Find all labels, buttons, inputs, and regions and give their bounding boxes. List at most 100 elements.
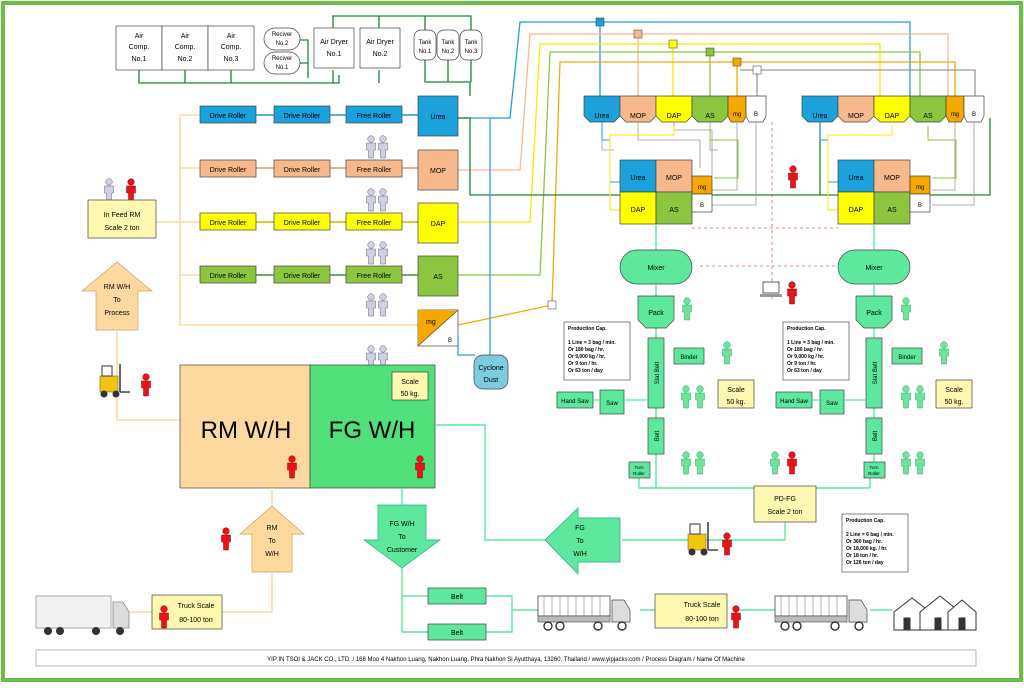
label: Or 9,000 kg / hr.: [787, 354, 825, 360]
label: Reciver: [272, 56, 292, 62]
label: FG: [575, 525, 585, 532]
label: B: [448, 338, 452, 344]
label: Customer: [387, 547, 418, 554]
label: Belt: [451, 594, 463, 601]
hopper-mg-b: mg B: [417, 309, 459, 347]
label: B: [754, 112, 758, 118]
label: Scale 2 ton: [767, 509, 802, 516]
label: FG W/H: [389, 521, 414, 528]
label: Or 180 bag / hr.: [568, 347, 605, 353]
production-cap-2: Production Cap. 1 Line = 3 bag / min. Or…: [782, 321, 850, 381]
label: Or 126 ton / day: [846, 560, 884, 566]
label: Belt: [655, 431, 661, 442]
label: To: [113, 297, 121, 304]
label: Urea: [430, 114, 445, 121]
air-tank-3: Tank No.3: [459, 29, 483, 61]
infeed-rm-scale: In Feed RM Scale 2 ton: [87, 199, 157, 239]
air-tank-1: Tank No.1: [413, 29, 437, 61]
label: No.1: [327, 51, 342, 58]
label: Urea: [594, 113, 609, 120]
rm-to-wh-arrow: RM To W/H: [239, 505, 305, 573]
label: Cyclone: [478, 365, 503, 372]
label: Urea: [848, 175, 863, 182]
air-receiver-2: Reciver No.2: [263, 27, 301, 51]
air-receiver-1: Reciver No.1: [263, 51, 301, 75]
label: DAP: [631, 207, 646, 214]
belt-lower: Belt: [427, 623, 487, 641]
label: Comp.: [221, 44, 242, 51]
label: AS: [705, 113, 715, 120]
label: mg: [951, 112, 959, 118]
label: No.1: [419, 49, 432, 55]
blend-line-2: Urea MOP DAP AS mg B Urea MOP DAP AS mg …: [801, 95, 985, 225]
customer-houses-icon: [893, 595, 977, 631]
label: MOP: [848, 113, 864, 120]
label: Urea: [630, 175, 645, 182]
label: 1 Line = 3 bag / min.: [568, 340, 616, 346]
label: Scale: [945, 387, 963, 394]
label: Slat Belt: [655, 362, 661, 385]
label: DAP: [849, 207, 864, 214]
rm-warehouse: RM W/H: [179, 364, 311, 489]
label: Binder: [680, 355, 697, 361]
label: No.3: [465, 49, 478, 55]
label: Or 180 bag / hr.: [787, 347, 824, 353]
label: 50 kg.: [944, 399, 963, 406]
packing-line-1: Mixer Pack Slat Belt Belt Turn Roller Bi…: [556, 224, 871, 489]
label: Pack: [866, 310, 882, 317]
label: Roller: [633, 471, 645, 476]
roller-row-urea: Drive Roller Drive Roller Free Roller Ur…: [199, 95, 459, 137]
roller-row-as: Drive Roller Drive Roller Free Roller AS: [199, 255, 459, 297]
label: Or 9 ton / hr.: [568, 361, 598, 367]
free-roller-label: Free Roller: [357, 273, 392, 280]
label: Belt: [873, 431, 879, 442]
label: MOP: [884, 175, 900, 182]
label: Production Cap.: [846, 518, 885, 524]
label: W/H: [265, 551, 279, 558]
label: AS: [923, 113, 933, 120]
air-compressor-1: Air Comp. No.1: [115, 25, 163, 71]
label: Or 9,000 kg / hr.: [568, 354, 606, 360]
label: RM W/H: [104, 284, 130, 291]
truck-scale-rm: Truck Scale 80-100 ton: [151, 594, 223, 630]
label: Air Dryer: [366, 39, 394, 46]
air-system: Air Comp. No.1 Air Comp. No.2 Air Comp. …: [115, 15, 483, 96]
label: Hand Saw: [561, 399, 589, 405]
footer: YIP IN TSOI & JACK CO., LTD. / 168 Moo 4…: [35, 649, 977, 667]
drive-roller-label: Drive Roller: [210, 273, 247, 280]
free-roller-label: Free Roller: [357, 113, 392, 120]
label: Saw: [826, 401, 838, 407]
drive-roller-label: Drive Roller: [284, 220, 321, 227]
label: AS: [433, 274, 443, 281]
label: Hand Saw: [780, 399, 808, 405]
label: Or 63 ton / day: [787, 368, 822, 374]
label: Saw: [606, 401, 618, 407]
feed-lines: [457, 17, 991, 326]
drive-roller-label: Drive Roller: [210, 113, 247, 120]
label: 80-100 ton: [685, 616, 719, 623]
label: mg: [733, 112, 741, 118]
label: B: [700, 203, 704, 209]
label: Or 63 ton / day: [568, 368, 603, 374]
label: MOP: [630, 113, 646, 120]
drive-roller-label: Drive Roller: [284, 113, 321, 120]
label: 1 Line = 3 bag / min.: [787, 340, 835, 346]
label: mg: [698, 185, 706, 191]
pdfg-scale: PD-FG Scale 2 ton: [753, 485, 817, 523]
label: Air: [181, 33, 190, 40]
roller-row-dap: Drive Roller Drive Roller Free Roller DA…: [199, 202, 459, 244]
label: Air: [135, 33, 144, 40]
air-tank-2: Tank No.2: [436, 29, 460, 61]
label: Air: [227, 33, 236, 40]
label: RM W/H: [201, 417, 292, 444]
label: DAP: [885, 113, 900, 120]
label: Urea: [812, 113, 827, 120]
packing-line-2: Mixer Pack Slat Belt Belt Turn Roller Bi…: [775, 224, 973, 479]
fg-to-customer-arrow: FG W/H To Customer: [362, 504, 442, 569]
free-roller-label: Free Roller: [357, 220, 392, 227]
computer-icon: [760, 281, 782, 297]
belt-upper: Belt: [427, 587, 487, 605]
air-compressor-2: Air Comp. No.2: [161, 25, 209, 71]
label: Tank: [442, 40, 456, 46]
